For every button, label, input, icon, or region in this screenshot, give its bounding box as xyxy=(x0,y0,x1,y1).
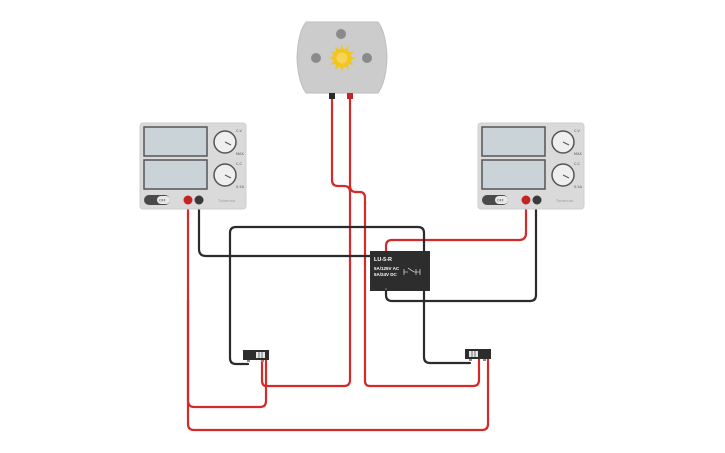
current-display xyxy=(481,159,546,190)
relay-rating-ac: 5A/125V AC xyxy=(374,266,400,271)
knob-label-max: MAX xyxy=(236,152,244,156)
voltage-display xyxy=(481,126,546,157)
power-toggle-label: OFF xyxy=(159,199,166,203)
motor-terminal-left[interactable] xyxy=(329,93,335,99)
power-supply-right[interactable]: C.V MAX C.C 0.5A OFF Tinkercad xyxy=(477,122,585,210)
switch-slider[interactable] xyxy=(256,352,265,358)
knob-label-max: MAX xyxy=(574,152,582,156)
wire-left-supply-to-right-switch[interactable] xyxy=(186,298,490,432)
power-toggle-off-pad xyxy=(157,196,170,204)
supply-brand-text: Tinkercad xyxy=(217,199,235,203)
wire-motor-to-left-switch[interactable] xyxy=(260,95,352,388)
wires xyxy=(186,95,538,432)
relay-model-label: LU-5-R xyxy=(374,257,392,263)
slide-switch-right[interactable] xyxy=(465,349,491,361)
motor-mount-hole-right xyxy=(362,53,372,63)
positive-terminal[interactable] xyxy=(521,195,531,205)
wire-relay-to-right-switch[interactable] xyxy=(422,289,472,365)
knob-label-cv: C.V xyxy=(236,129,243,133)
switch-pin-left[interactable] xyxy=(247,360,250,362)
negative-terminal[interactable] xyxy=(532,195,542,205)
wire-right-supply-to-relay[interactable] xyxy=(384,199,528,255)
relay[interactable]: LU-5-R 5A/125V AC 5A/24V DC xyxy=(370,251,430,291)
voltage-display xyxy=(143,126,208,157)
wire-left-supply-to-relay[interactable] xyxy=(197,199,374,258)
power-toggle-label: OFF xyxy=(497,199,504,203)
wire-motor-to-right-switch[interactable] xyxy=(348,95,481,388)
switch-pin-right[interactable] xyxy=(261,360,264,362)
current-knob-indicator xyxy=(224,174,232,179)
knob-label-amp: 0.5A xyxy=(236,185,245,189)
motor-terminal-right[interactable] xyxy=(347,93,353,99)
negative-terminal[interactable] xyxy=(194,195,204,205)
knob-label-cc: C.C xyxy=(236,162,243,166)
sun-gear-icon xyxy=(328,44,356,72)
power-supply-left[interactable]: C.V MAX C.C 0.5A OFF Tinkercad xyxy=(139,122,247,210)
knob-label-cv: C.V xyxy=(574,129,581,133)
slide-switch-left[interactable] xyxy=(243,350,269,362)
current-knob-indicator xyxy=(562,174,570,179)
current-display xyxy=(143,159,208,190)
knob-label-amp: 0.5A xyxy=(574,185,583,189)
motor-mount-hole-left xyxy=(311,53,321,63)
wire-relay-to-left-switch[interactable] xyxy=(228,225,426,366)
supply-brand-text: Tinkercad xyxy=(555,199,573,203)
wire-relay-to-right-supply[interactable] xyxy=(384,199,538,303)
switch-slider[interactable] xyxy=(469,351,478,357)
power-toggle-off-pad xyxy=(495,196,508,204)
positive-terminal[interactable] xyxy=(183,195,193,205)
voltage-knob-indicator xyxy=(562,141,570,146)
switch-pin-right[interactable] xyxy=(483,359,486,361)
relay-rating-dc: 5A/24V DC xyxy=(374,272,398,277)
knob-label-cc: C.C xyxy=(574,162,581,166)
motor-mount-hole-top xyxy=(336,29,346,39)
switch-pin-left[interactable] xyxy=(469,359,472,361)
voltage-knob-indicator xyxy=(224,141,232,146)
relay-schematic-icon xyxy=(403,267,421,275)
dc-motor[interactable] xyxy=(296,21,388,99)
relay-pin-1[interactable] xyxy=(385,288,387,290)
